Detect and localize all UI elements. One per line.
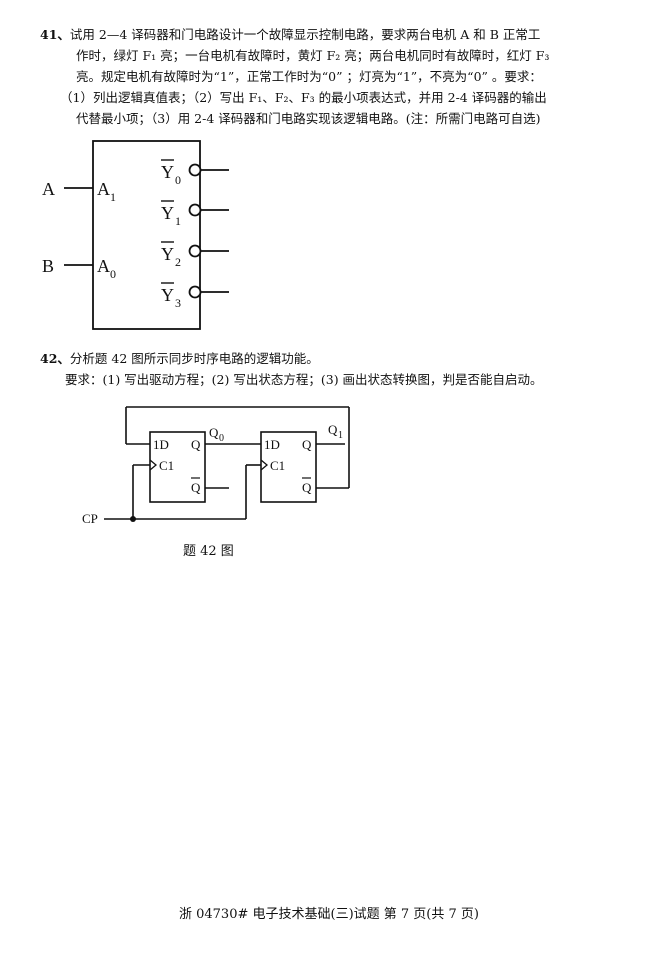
q41-line-2: 作时，绿灯 F₁ 亮；一台电机有故障时，黄灯 F₂ 亮；两台电机同时有故障时，红… [76,48,550,63]
ff0-q-label: Q [191,437,201,452]
output-y2-label: Y [161,244,174,264]
q41-line-1: 41、试用 2—4 译码器和门电路设计一个故障显示控制电路，要求两台电机 A 和… [40,27,541,42]
q41-line-5: 代替最小项；（3）用 2-4 译码器和门电路实现该逻辑电路。(注：所需门电路可自… [76,111,541,126]
ff0-qbar-label: Q [191,480,201,495]
output-y3-label: Y [161,285,174,305]
pin-a1-label: A [97,179,110,199]
ff0-clock-triangle [149,459,158,471]
cp-junction-dot [130,516,136,522]
output-y1-sub: 1 [175,214,181,228]
ff1-d-label: 1D [264,437,280,452]
ff1-clock-triangle [260,459,269,471]
output-y0-label: Y [161,162,174,182]
ff0-d-label: 1D [153,437,169,452]
decoder-box [92,140,201,330]
ff1-qbar-label: Q [302,480,312,495]
pin-a0-label: A [97,256,110,276]
bubble-y1 [188,203,202,217]
ff0-box [149,431,206,503]
q1-output-sub: 1 [338,430,343,441]
output-y1-label: Y [161,203,174,223]
question-41: 41、试用 2—4 译码器和门电路设计一个故障显示控制电路，要求两台电机 A 和… [40,24,640,129]
bubble-y0 [188,163,202,177]
cp-label: CP [82,511,98,526]
question-42: 42、分析题 42 图所示同步时序电路的逻辑功能。 要求：(1) 写出驱动方程；… [40,348,640,390]
q0-output-sub: 0 [219,433,224,444]
output-y3-sub: 3 [175,296,181,310]
ff0-clk-label: C1 [159,458,174,473]
input-b-label: B [42,256,54,276]
q1-output-label: Q [328,422,338,437]
q42-number: 42、 [40,351,70,366]
bubble-y2 [188,244,202,258]
bubble-y3 [188,285,202,299]
pin-a1-sub: 1 [110,190,116,204]
output-y0-sub: 0 [175,173,181,187]
output-y2-sub: 2 [175,255,181,269]
q42-line-2: 要求：(1) 写出驱动方程；(2) 写出状态方程；(3) 画出状态转换图，判是否… [65,372,543,387]
ff1-clk-label: C1 [270,458,285,473]
figure-caption: 题 42 图 [183,544,234,559]
input-a-label: A [42,179,55,199]
q42-line-1: 42、分析题 42 图所示同步时序电路的逻辑功能。 [40,351,319,366]
q41-number: 41、 [40,27,70,42]
q41-line-4: （1）列出逻辑真值表；（2）写出 F₁、F₂、F₃ 的最小项表达式，并用 2-4… [60,90,547,105]
page-footer: 浙 04730# 电子技术基础(三)试题 第 7 页(共 7 页) [178,907,479,922]
pin-a0-sub: 0 [110,267,116,281]
ff1-box [260,431,317,503]
q41-line-3: 亮。规定电机有故障时为“1”，正常工作时为“0” ；灯亮为“1”，不亮为“0” … [76,69,542,84]
q0-output-label: Q [209,425,219,440]
ff1-q-label: Q [302,437,312,452]
